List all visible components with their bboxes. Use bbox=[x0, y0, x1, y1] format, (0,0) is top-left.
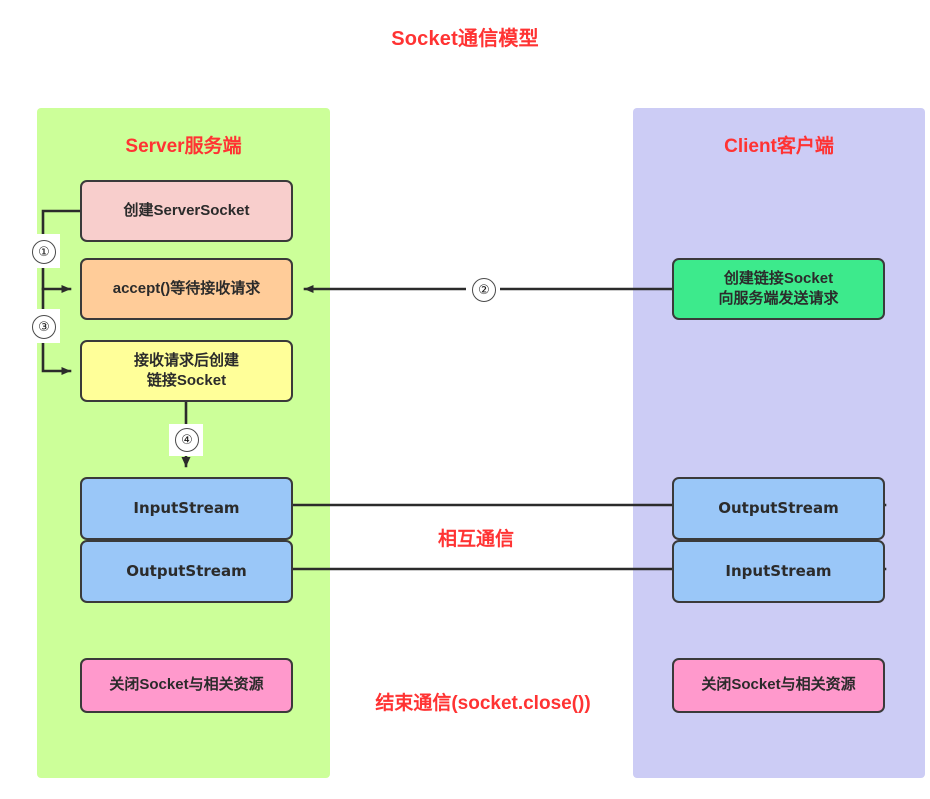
client-box-outputstream-label: OutputStream bbox=[718, 499, 839, 518]
annotation-mutual-communication: 相互通信 bbox=[437, 529, 514, 550]
server-box-create-socket[interactable]: 接收请求后创建 链接Socket bbox=[80, 340, 293, 402]
step-marker-1-label: ① bbox=[38, 244, 50, 260]
server-box-inputstream-label: InputStream bbox=[133, 499, 240, 518]
page-title: Socket通信模型 bbox=[391, 28, 539, 50]
server-box-close-label: 关闭Socket与相关资源 bbox=[109, 676, 264, 694]
client-box-inputstream-label: InputStream bbox=[725, 562, 832, 581]
client-box-inputstream[interactable]: InputStream bbox=[672, 540, 885, 603]
client-panel-title: Client客户端 bbox=[724, 136, 834, 157]
server-box-accept-label: accept()等待接收请求 bbox=[112, 279, 261, 297]
server-box-create-socket-line2: 链接Socket bbox=[146, 372, 227, 389]
client-box-close[interactable]: 关闭Socket与相关资源 bbox=[672, 658, 885, 713]
server-panel-title: Server服务端 bbox=[125, 136, 242, 157]
server-box-accept[interactable]: accept()等待接收请求 bbox=[80, 258, 293, 320]
step-marker-3-label: ③ bbox=[38, 319, 50, 335]
server-box-create-socket-line1: 接收请求后创建 bbox=[133, 351, 239, 369]
server-box-outputstream[interactable]: OutputStream bbox=[80, 540, 293, 603]
annotation-end-communication: 结束通信(socket.close()) bbox=[375, 693, 591, 714]
step-marker-1: ① bbox=[32, 240, 56, 264]
client-box-create-socket-line2: 向服务端发送请求 bbox=[718, 290, 839, 307]
client-box-outputstream[interactable]: OutputStream bbox=[672, 477, 885, 540]
step-marker-2-label: ② bbox=[478, 282, 490, 298]
client-box-close-label: 关闭Socket与相关资源 bbox=[701, 676, 856, 694]
client-box-create-socket-label: 创建链接Socket 向服务端发送请求 bbox=[712, 269, 844, 310]
client-box-create-socket-line1: 创建链接Socket bbox=[723, 269, 834, 287]
server-box-close[interactable]: 关闭Socket与相关资源 bbox=[80, 658, 293, 713]
server-box-outputstream-label: OutputStream bbox=[126, 562, 247, 581]
step-marker-4-label: ④ bbox=[181, 432, 193, 448]
server-box-create-serversocket-label: 创建ServerSocket bbox=[123, 201, 250, 219]
server-box-create-serversocket[interactable]: 创建ServerSocket bbox=[80, 180, 293, 242]
client-box-create-socket[interactable]: 创建链接Socket 向服务端发送请求 bbox=[672, 258, 885, 320]
step-marker-2: ② bbox=[472, 278, 496, 302]
server-box-inputstream[interactable]: InputStream bbox=[80, 477, 293, 540]
server-box-create-socket-label: 接收请求后创建 链接Socket bbox=[128, 351, 245, 392]
step-marker-4: ④ bbox=[175, 428, 199, 452]
step-marker-3: ③ bbox=[32, 315, 56, 339]
